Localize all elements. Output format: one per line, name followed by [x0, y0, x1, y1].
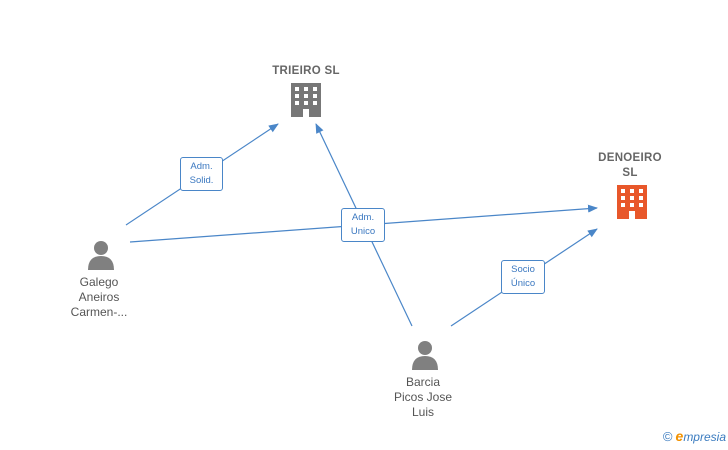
copyright-symbol: © — [662, 428, 673, 444]
node-label-line: DENOEIRO — [598, 152, 662, 164]
edge-label-line: Adm. — [190, 161, 213, 172]
edge-label-line: Único — [510, 278, 536, 289]
node-label-line: Carmen-... — [70, 305, 128, 319]
node-label-galego[interactable]: Galego Aneiros Carmen-... — [54, 275, 144, 320]
node-label-line: SL — [622, 167, 638, 179]
edge-label-line: Unico — [350, 226, 376, 237]
edge-label-line: Socio — [511, 264, 535, 275]
node-label-line: Picos Jose — [393, 390, 453, 404]
building-icon — [617, 185, 647, 219]
node-label-line: Luis — [411, 405, 434, 419]
node-label-line: Galego — [79, 275, 119, 289]
person-icon — [412, 341, 438, 370]
node-label-barcia[interactable]: Barcia Picos Jose Luis — [377, 375, 469, 420]
brand-logo: empresia — [676, 428, 726, 444]
node-label-line: Barcia — [405, 375, 440, 389]
footer-brand: © empresia — [663, 428, 726, 444]
node-label-line: Aneiros — [78, 290, 120, 304]
person-icon — [88, 241, 114, 270]
edge-label-adm-unico[interactable]: Adm. Unico — [341, 208, 385, 242]
building-icon — [291, 83, 321, 117]
edge-label-line: Solid. — [189, 175, 214, 186]
brand-initial: e — [675, 428, 684, 444]
edge-label-line: Adm. — [351, 212, 375, 223]
node-label-trieiro[interactable]: TRIEIRO SL — [272, 65, 340, 77]
edge-label-adm-solid[interactable]: Adm. Solid. — [180, 157, 223, 191]
edge-label-socio-unico[interactable]: Socio Único — [501, 260, 545, 294]
brand-name: mpresia — [683, 430, 726, 444]
node-label-denoeiro[interactable]: DENOEIRO SL — [584, 151, 676, 181]
